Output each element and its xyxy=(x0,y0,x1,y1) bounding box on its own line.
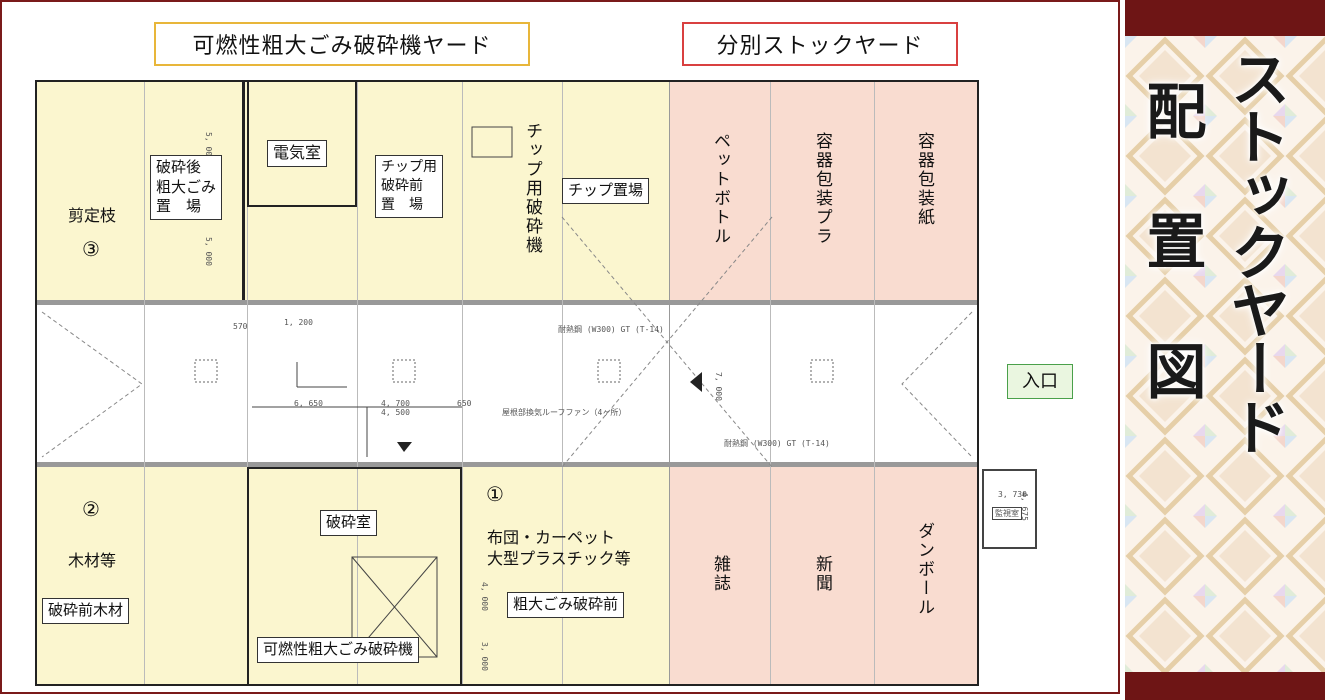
monitoring-room-label: 監視室 xyxy=(992,507,1022,520)
label-num1: ① xyxy=(486,482,504,506)
label-futon: 布団・カーペット xyxy=(487,528,616,547)
dim-5000a: 5, 000 xyxy=(204,132,213,161)
label-wood: 木材等 xyxy=(68,551,117,570)
grid-line xyxy=(357,82,358,684)
floor-plan-frame: 可燃性粗大ごみ破砕機ヤード 分別ストックヤード xyxy=(0,0,1120,694)
dim-3000: 3, 000 xyxy=(480,642,489,671)
label-cardboard: ダンボール xyxy=(914,522,934,617)
label-container-plastic: 容器包装プラ xyxy=(812,132,832,246)
grating-note-2: 耐熱鋼 (W300) GT (T-14) xyxy=(724,439,830,448)
crusher-room-outline xyxy=(247,467,462,684)
building-outline xyxy=(35,80,979,686)
label-after-crush-storage: 破砕後 粗大ごみ 置 場 xyxy=(150,155,223,220)
label-chip-storage: チップ置場 xyxy=(562,178,650,204)
electrical-room-outline xyxy=(247,82,357,207)
dim-6650: 6, 650 xyxy=(294,399,323,408)
monitoring-room xyxy=(982,469,1037,549)
dim-4675: 4, 675 xyxy=(1020,492,1029,521)
grid-line xyxy=(247,82,248,684)
dim-4700: 4, 700 xyxy=(381,399,410,408)
diamond-pattern xyxy=(1125,36,1325,672)
label-container-paper: 容器包装紙 xyxy=(914,132,934,227)
roof-fan-note: 屋根部換気ルーフファン（4ヶ所） xyxy=(502,408,627,417)
dim-7000: 7, 000 xyxy=(714,372,723,401)
label-chip-crusher: チップ用破砕機 xyxy=(522,122,542,255)
label-chip-pre-crush-storage: チップ用 破砕前 置 場 xyxy=(375,155,443,218)
label-num3: ③ xyxy=(82,237,100,261)
zone-top-pink xyxy=(669,82,977,300)
dim-5000b: 5, 000 xyxy=(204,237,213,266)
grating-note-1: 耐熱鋼 (W300) GT (T-14) xyxy=(558,325,664,334)
grid-line xyxy=(144,82,145,684)
label-large-plastic: 大型プラスチック等 xyxy=(487,549,631,568)
dim-3730: 3, 730 xyxy=(998,490,1027,499)
sidebar-pattern xyxy=(1125,36,1325,672)
dim-570: 570 xyxy=(233,322,248,331)
title-sidebar: 配置図 ストックヤード xyxy=(1125,0,1325,700)
grid-line xyxy=(770,82,771,684)
label-magazines: 雑誌 xyxy=(710,555,730,593)
dim-4000: 4, 000 xyxy=(480,582,489,611)
label-num2: ② xyxy=(82,497,100,521)
grid-line xyxy=(669,82,670,684)
label-newspapers: 新聞 xyxy=(812,555,832,593)
label-entrance: 入口 xyxy=(1007,364,1073,400)
label-pet-bottle: ペットボトル xyxy=(710,132,730,246)
label-crusher-machine: 可燃性粗大ごみ破砕機 xyxy=(257,637,420,663)
dim-4500: 4, 500 xyxy=(381,408,410,417)
sidebar-title-stockyard: ストックヤード xyxy=(1220,48,1290,454)
label-sentei: 剪定枝 xyxy=(68,206,117,225)
label-electrical-room: 電気室 xyxy=(267,140,328,167)
label-pre-crush-bulky: 粗大ごみ破砕前 xyxy=(507,592,625,618)
zone-bottom-pink xyxy=(669,467,977,684)
label-crusher-room: 破砕室 xyxy=(320,510,378,536)
header-crusher-yard: 可燃性粗大ごみ破砕機ヤード xyxy=(154,22,530,66)
grid-line xyxy=(874,82,875,684)
header-stock-yard: 分別ストックヤード xyxy=(682,22,958,66)
wall xyxy=(242,82,245,300)
central-aisle xyxy=(37,300,977,467)
sidebar-title-haichizu: 配置図 xyxy=(1136,80,1206,470)
grid-line xyxy=(562,82,563,684)
label-pre-crush-wood: 破砕前木材 xyxy=(42,598,130,624)
dim-650: 650 xyxy=(457,399,472,408)
grid-line xyxy=(462,82,463,684)
dim-1200: 1, 200 xyxy=(284,318,313,327)
